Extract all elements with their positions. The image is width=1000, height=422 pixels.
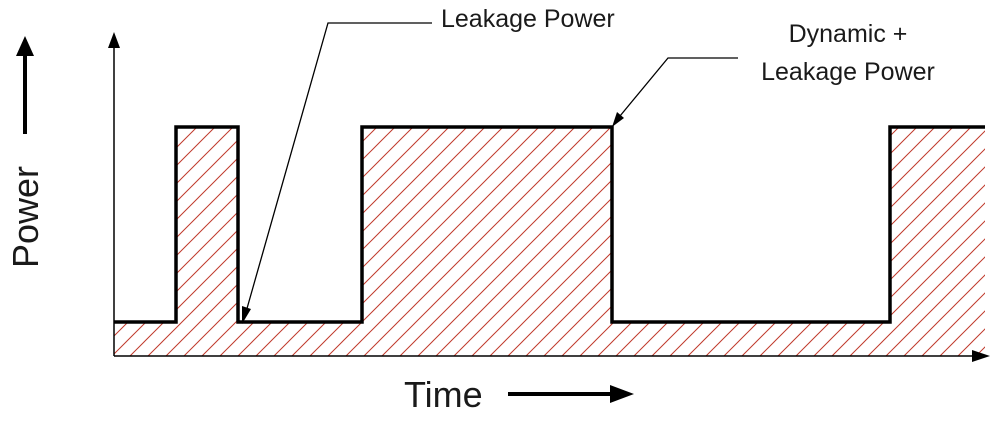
dynamic-label-line1: Dynamic +: [789, 20, 908, 48]
dynamic-callout-leader: [619, 57, 738, 117]
leakage-callout-arrowhead: [242, 306, 251, 324]
y-label-arrowhead: [16, 36, 34, 56]
power-waveform: [114, 125, 985, 324]
y-axis-label: Power: [5, 166, 46, 268]
x-axis-label: Time: [404, 374, 483, 415]
leakage-power-label: Leakage Power: [441, 5, 615, 33]
x-axis-arrowhead: [972, 350, 990, 362]
x-label-arrowhead: [610, 385, 634, 403]
dynamic-callout-arrowhead: [612, 112, 624, 127]
leakage-callout-leader: [245, 22, 432, 313]
y-axis-arrowhead: [108, 32, 120, 48]
energy-hatch-area: [114, 127, 985, 356]
dynamic-label-line2: Leakage Power: [761, 58, 935, 86]
